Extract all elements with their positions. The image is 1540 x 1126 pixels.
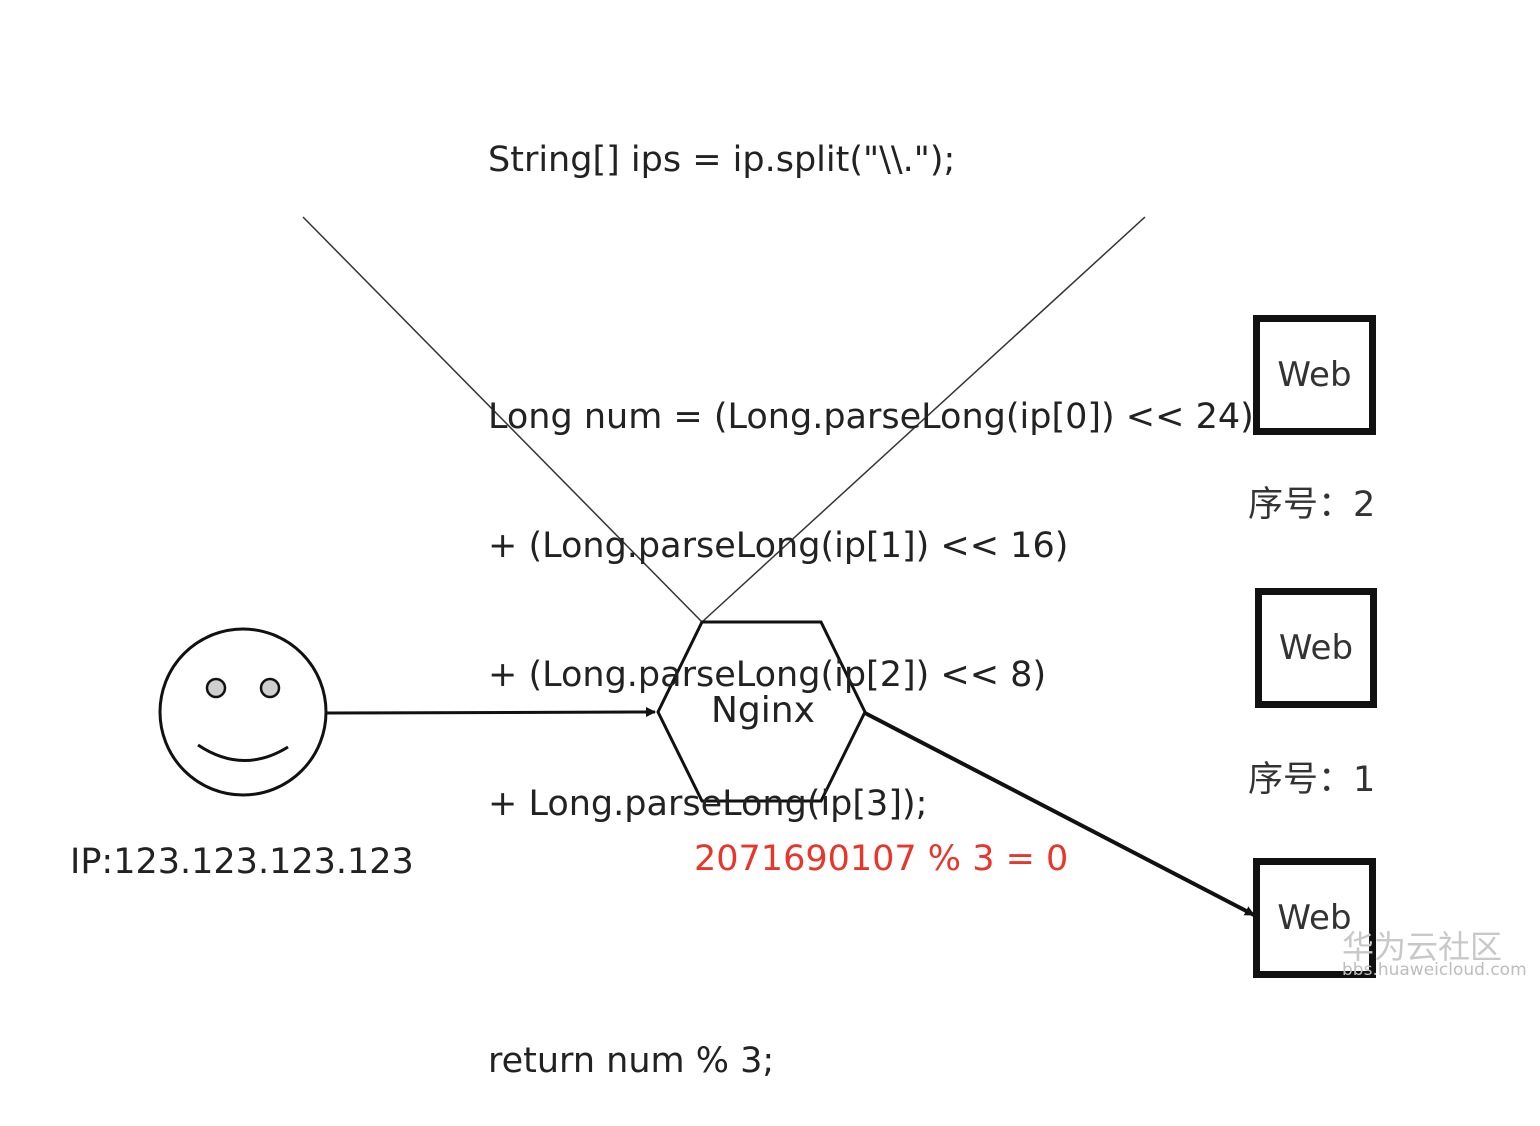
web-server-label: Web bbox=[1278, 628, 1354, 668]
web-server-label: Web bbox=[1277, 355, 1352, 395]
request-arrow bbox=[326, 707, 656, 718]
code-line: + (Long.parseLong(ip[2]) << 8) bbox=[488, 655, 1047, 695]
callout-line-right bbox=[701, 216, 1146, 623]
client-ip-label: IP:123.123.123.123 bbox=[70, 842, 414, 882]
watermark-url: bbs.huaweicloud.com bbox=[1342, 960, 1527, 980]
hash-code-block: String[] ips = ip.split("\\."); Long num… bbox=[488, 53, 1254, 1126]
diagram-canvas bbox=[158, 216, 1255, 917]
code-line: Long num = (Long.parseLong(ip[0]) << 24) bbox=[488, 397, 1254, 437]
server-serial-label-2: 序号：2 bbox=[1248, 485, 1376, 525]
web-server-box-2: Web bbox=[1253, 315, 1376, 435]
watermark-brand: 华为云社区 bbox=[1342, 928, 1503, 966]
modulo-result-label: 2071690107 % 3 = 0 bbox=[694, 839, 1069, 879]
web-server-label: Web bbox=[1277, 898, 1352, 938]
server-serial-label-1: 序号：1 bbox=[1248, 760, 1376, 800]
web-server-box-0: Web bbox=[1253, 858, 1376, 978]
callout-line-left bbox=[302, 216, 703, 623]
code-line: + (Long.parseLong(ip[1]) << 16) bbox=[488, 526, 1069, 566]
nginx-hexagon bbox=[656, 620, 867, 803]
nginx-label: Nginx bbox=[711, 690, 815, 731]
code-line: + Long.parseLong(ip[3]); bbox=[488, 784, 928, 824]
route-arrow bbox=[864, 711, 1255, 917]
code-line: return num % 3; bbox=[488, 1041, 775, 1081]
client-smiley-icon bbox=[158, 627, 328, 797]
web-server-box-1: Web bbox=[1255, 588, 1377, 708]
code-line: String[] ips = ip.split("\\."); bbox=[488, 140, 956, 180]
